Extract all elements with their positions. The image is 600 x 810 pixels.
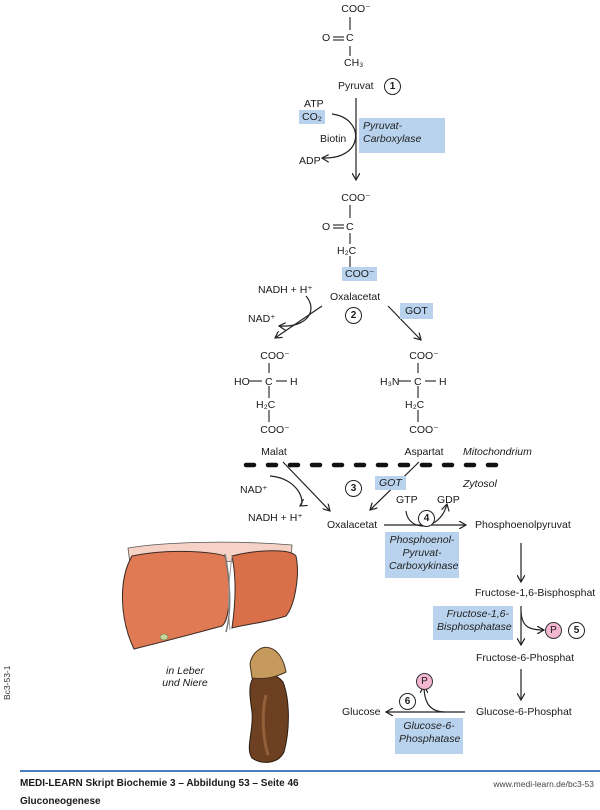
aspartat-h: H bbox=[439, 376, 447, 388]
arrow-atp-adp bbox=[322, 113, 357, 158]
aspartat-h3n: H₃N bbox=[380, 376, 400, 388]
cofactor-gtp: GTP bbox=[396, 494, 418, 506]
oxalacetat-coo-top: COO⁻ bbox=[341, 192, 371, 204]
arrow-oxalacetat-aspartat bbox=[387, 305, 421, 340]
enzyme-line: Phosphatase bbox=[399, 733, 461, 745]
arrow-release-p-6 bbox=[424, 686, 446, 713]
oxalacetat-mito-label: Oxalacetat bbox=[330, 291, 381, 303]
arrow-release-p-5 bbox=[520, 611, 544, 630]
step-number-4: 4 bbox=[418, 510, 435, 527]
step-number-5: 5 bbox=[568, 622, 585, 639]
oxalacetat-zytosol-label: Oxalacetat bbox=[327, 519, 378, 531]
enzyme-line: Fructose-1,6- bbox=[446, 608, 509, 620]
cofactor-adp: ADP bbox=[299, 155, 321, 167]
arrow-malat-oxalacetat bbox=[282, 461, 330, 511]
malat-ch2: H₂C bbox=[256, 399, 276, 411]
arrow-oxalacetat-malat bbox=[275, 305, 323, 338]
pep-label: Phosphoenolpyruvat bbox=[475, 519, 571, 531]
malat-c: C bbox=[265, 376, 273, 388]
step-number-3: 3 bbox=[345, 480, 362, 497]
oxalacetat-c: C bbox=[346, 221, 354, 233]
aspartat-c: C bbox=[414, 376, 422, 388]
cofactor-nad-2: NAD⁺ bbox=[248, 313, 276, 325]
malat-coo-top: COO⁻ bbox=[260, 350, 290, 362]
organ-label-line: in Leber bbox=[166, 665, 204, 677]
cofactor-gdp: GDP bbox=[437, 494, 460, 506]
pyruvat-coo: COO⁻ bbox=[341, 3, 371, 15]
cofactor-biotin: Biotin bbox=[320, 133, 347, 145]
cofactor-atp: ATP bbox=[304, 98, 324, 110]
kidney-illustration bbox=[248, 646, 289, 763]
enzyme-got-mito: GOT bbox=[400, 303, 433, 319]
g6p-label: Glucose-6-Phosphat bbox=[476, 706, 572, 718]
oxalacetat-coo-bottom: COO⁻ bbox=[342, 267, 378, 281]
arrow-nad-nadh bbox=[269, 475, 302, 506]
pyruvat-c: C bbox=[346, 32, 354, 44]
compartment-mitochondrium: Mitochondrium bbox=[463, 446, 532, 458]
step-number-2: 2 bbox=[345, 307, 362, 324]
glucose-label: Glucose bbox=[342, 706, 381, 718]
enzyme-f16bpase: Fructose-1,6- Bisphosphatase bbox=[433, 606, 513, 640]
liver-illustration bbox=[121, 541, 298, 650]
cofactor-nad-3: NAD⁺ bbox=[240, 484, 268, 496]
malat-coo-bottom: COO⁻ bbox=[260, 424, 290, 436]
enzyme-line: Carboxylase bbox=[363, 133, 422, 145]
aspartat-coo-top: COO⁻ bbox=[409, 350, 439, 362]
footer-rule bbox=[20, 770, 600, 772]
cofactor-co2: CO₂ bbox=[299, 110, 325, 124]
malat-label: Malat bbox=[261, 446, 287, 458]
enzyme-pyruvat-carboxylase: Pyruvat- Carboxylase bbox=[359, 118, 445, 153]
f6p-label: Fructose-6-Phosphat bbox=[476, 652, 575, 664]
pyruvat-ch3: CH₃ bbox=[344, 57, 364, 69]
footer-source: MEDI-LEARN Skript Biochemie 3 – Abbildun… bbox=[20, 778, 299, 789]
malat-ho: HO bbox=[234, 376, 250, 388]
enzyme-line: Pyruvat- bbox=[363, 120, 403, 132]
cofactor-nadh-2: NADH + H⁺ bbox=[258, 284, 313, 296]
figure-code: Bc3-53-1 bbox=[2, 665, 12, 701]
aspartat-label: Aspartat bbox=[404, 446, 444, 458]
cofactor-nadh-3: NADH + H⁺ bbox=[248, 512, 303, 524]
enzyme-line: Carboxykinase bbox=[389, 560, 459, 572]
oxalacetat-o: O bbox=[322, 221, 331, 233]
pyruvat-label: Pyruvat bbox=[338, 80, 374, 92]
f16bp-label: Fructose-1,6-Bisphosphat bbox=[475, 587, 596, 599]
figure-title: Gluconeogenese bbox=[20, 796, 101, 807]
enzyme-line: Pyruvat- bbox=[402, 547, 442, 559]
organ-label-line: und Niere bbox=[162, 677, 208, 689]
step-number-6: 6 bbox=[399, 693, 416, 710]
compartment-zytosol: Zytosol bbox=[463, 478, 497, 490]
pyruvat-o: O bbox=[322, 32, 331, 44]
arrow-nadh-nad bbox=[279, 295, 312, 326]
aspartat-coo-bottom: COO⁻ bbox=[409, 424, 439, 436]
oxalacetat-ch2: H₂C bbox=[337, 245, 357, 257]
enzyme-g6pase: Glucose-6- Phosphatase bbox=[395, 718, 463, 754]
aspartat-ch2: H₂C bbox=[405, 399, 425, 411]
phosphate-released-5: P bbox=[545, 622, 562, 639]
enzyme-line: Glucose-6- bbox=[403, 720, 455, 732]
footer-url[interactable]: www.medi-learn.de/bc3-53 bbox=[493, 779, 594, 789]
enzyme-got-zytosol: GOT bbox=[375, 476, 406, 490]
step-number-1: 1 bbox=[384, 78, 401, 95]
malat-h: H bbox=[290, 376, 298, 388]
enzyme-pepck: Phosphoenol- Pyruvat- Carboxykinase bbox=[385, 532, 459, 578]
enzyme-line: Phosphoenol- bbox=[389, 534, 455, 546]
phosphate-released-6: P bbox=[416, 673, 433, 690]
organ-label: in Leber und Niere bbox=[162, 665, 208, 689]
enzyme-line: Bisphosphatase bbox=[437, 621, 512, 633]
